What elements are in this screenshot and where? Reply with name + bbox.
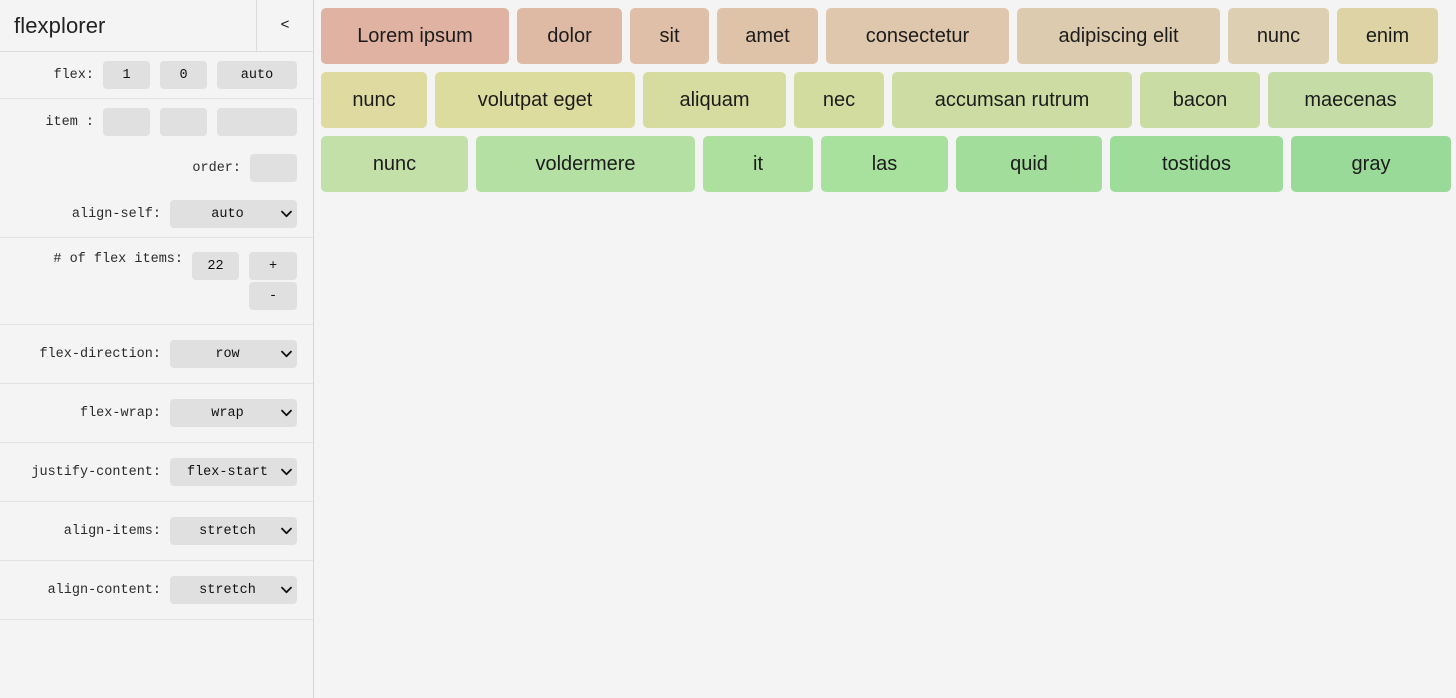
align-items-select[interactable]: stretch [170, 517, 297, 545]
justify-content-select[interactable]: flex-start [170, 458, 297, 486]
item-label: item : [45, 114, 94, 130]
flex-item[interactable]: tostidos [1110, 136, 1283, 192]
flex-item[interactable]: accumsan rutrum [892, 72, 1132, 128]
section-flex-direction: flex-direction: row [0, 325, 313, 384]
collapse-sidebar-button[interactable]: < [256, 0, 313, 52]
justify-content-label: justify-content: [31, 464, 161, 480]
item-field-2-input[interactable] [160, 108, 207, 136]
section-align-items: align-items: stretch [0, 502, 313, 561]
section-align-content: align-content: stretch [0, 561, 313, 620]
align-self-label: align-self: [71, 206, 161, 222]
align-content-select[interactable]: stretch [170, 576, 297, 604]
flex-direction-row: flex-direction: row [0, 325, 313, 383]
flex-item[interactable]: maecenas [1268, 72, 1433, 128]
flex-item[interactable]: gray [1291, 136, 1451, 192]
flex-wrap-value: wrap [211, 405, 244, 421]
flex-item[interactable]: aliquam [643, 72, 786, 128]
flex-item-count-input[interactable]: 22 [192, 252, 239, 280]
flex-direction-select[interactable]: row [170, 340, 297, 368]
flex-item[interactable]: adipiscing elit [1017, 8, 1220, 64]
flex-direction-value: row [215, 346, 240, 362]
flex-item[interactable]: quid [956, 136, 1102, 192]
align-items-row: align-items: stretch [0, 502, 313, 560]
align-items-value: stretch [199, 523, 256, 539]
flex-item[interactable]: nunc [321, 72, 427, 128]
chevron-down-icon [275, 468, 297, 476]
item-field-1-input[interactable] [103, 108, 150, 136]
align-self-row: align-self: auto [0, 191, 313, 237]
flex-wrap-select[interactable]: wrap [170, 399, 297, 427]
flex-item[interactable]: it [703, 136, 813, 192]
flex-wrap-row: flex-wrap: wrap [0, 384, 313, 442]
item-field-3-input[interactable] [217, 108, 297, 136]
flex-item[interactable]: consectetur [826, 8, 1009, 64]
flex-item[interactable]: voldermere [476, 136, 695, 192]
flex-item[interactable]: bacon [1140, 72, 1260, 128]
flex-item[interactable]: volutpat eget [435, 72, 635, 128]
section-flex-wrap: flex-wrap: wrap [0, 384, 313, 443]
order-row: order: [0, 145, 313, 191]
flex-shrink-input[interactable]: 0 [160, 61, 207, 89]
flex-item[interactable]: dolor [517, 8, 622, 64]
flex-grow-input[interactable]: 1 [103, 61, 150, 89]
flex-item-count-stepper: + - [249, 252, 297, 310]
section-justify-content: justify-content: flex-start [0, 443, 313, 502]
item-row: item : [0, 99, 313, 145]
flex-item[interactable]: amet [717, 8, 818, 64]
flex-basis-input[interactable]: auto [217, 61, 297, 89]
chevron-down-icon [275, 350, 297, 358]
section-flex: flex: 1 0 auto [0, 52, 313, 99]
order-input[interactable] [250, 154, 297, 182]
flex-item[interactable]: nunc [321, 136, 468, 192]
flex-item[interactable]: nec [794, 72, 884, 128]
chevron-down-icon [275, 527, 297, 535]
flex-row: flex: 1 0 auto [0, 52, 313, 98]
flex-item-count-label: # of flex items: [53, 252, 183, 267]
order-label: order: [192, 160, 241, 176]
flex-wrap-label: flex-wrap: [79, 405, 161, 421]
align-self-select[interactable]: auto [170, 200, 297, 228]
justify-content-row: justify-content: flex-start [0, 443, 313, 501]
app-title: flexplorer [14, 12, 106, 38]
chevron-down-icon [275, 586, 297, 594]
chevron-left-icon: < [280, 17, 290, 34]
flex-label: flex: [53, 67, 94, 83]
sidebar: flexplorer < flex: 1 0 auto item : o [0, 0, 314, 698]
section-item-count: # of flex items: 22 + - [0, 238, 313, 325]
chevron-down-icon [275, 210, 297, 218]
justify-content-value: flex-start [186, 464, 268, 480]
align-self-value: auto [211, 206, 244, 222]
flex-direction-label: flex-direction: [39, 346, 161, 362]
align-content-row: align-content: stretch [0, 561, 313, 619]
align-items-label: align-items: [63, 523, 161, 539]
flex-item[interactable]: nunc [1228, 8, 1329, 64]
flex-item[interactable]: sit [630, 8, 709, 64]
flex-item[interactable]: enim [1337, 8, 1438, 64]
decrement-button[interactable]: - [249, 282, 297, 310]
chevron-down-icon [275, 409, 297, 417]
sidebar-header: flexplorer < [0, 0, 313, 52]
flex-item[interactable]: las [821, 136, 948, 192]
increment-button[interactable]: + [249, 252, 297, 280]
align-content-value: stretch [199, 582, 256, 598]
flex-item[interactable]: Lorem ipsum [321, 8, 509, 64]
section-item: item : order: align-self: auto [0, 99, 313, 238]
flex-item-count-row: # of flex items: 22 + - [0, 238, 313, 324]
align-content-label: align-content: [47, 582, 161, 598]
